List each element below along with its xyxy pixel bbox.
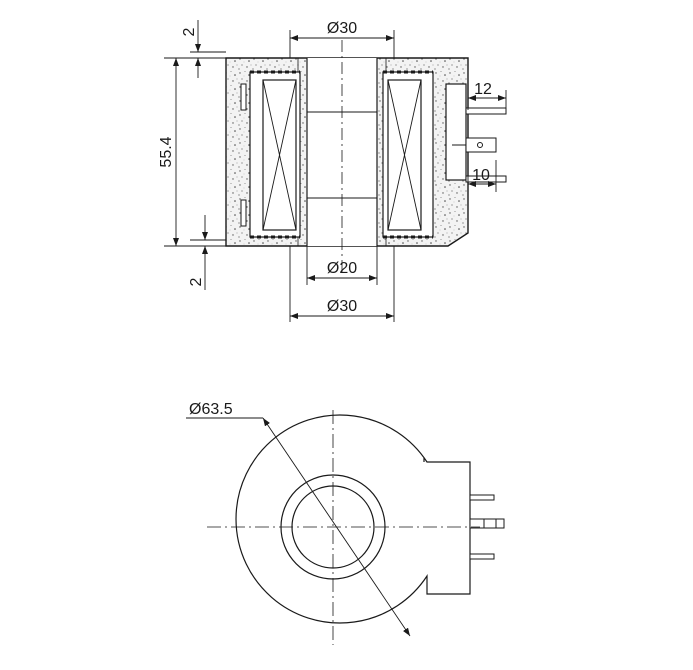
connector-pins xyxy=(469,494,505,560)
left-coil-winding xyxy=(240,70,301,239)
terminal-connector xyxy=(445,83,507,183)
dim-height-label: 55.4 xyxy=(158,136,175,167)
dim-inner-bore-label: Ø20 xyxy=(327,260,357,277)
dim-outer-diameter-label: Ø63.5 xyxy=(189,401,233,418)
side-section-view xyxy=(225,40,507,275)
dim-terminal-top-label: 12 xyxy=(474,81,492,98)
dim-bottom-gap-label: 2 xyxy=(188,277,205,286)
dim-terminal-bottom-label: 10 xyxy=(472,167,490,184)
side-view-labels: 2 55.4 2 Ø30 Ø20 Ø30 12 10 xyxy=(158,20,492,315)
dim-top-gap-label: 2 xyxy=(181,27,198,36)
side-view-dimensions xyxy=(164,20,507,322)
coil-outline xyxy=(235,414,471,624)
dim-top-bore-label: Ø30 xyxy=(327,20,357,37)
right-coil-winding xyxy=(382,70,434,239)
dim-bottom-bore-label: Ø30 xyxy=(327,298,357,315)
top-plan-view xyxy=(186,410,505,645)
